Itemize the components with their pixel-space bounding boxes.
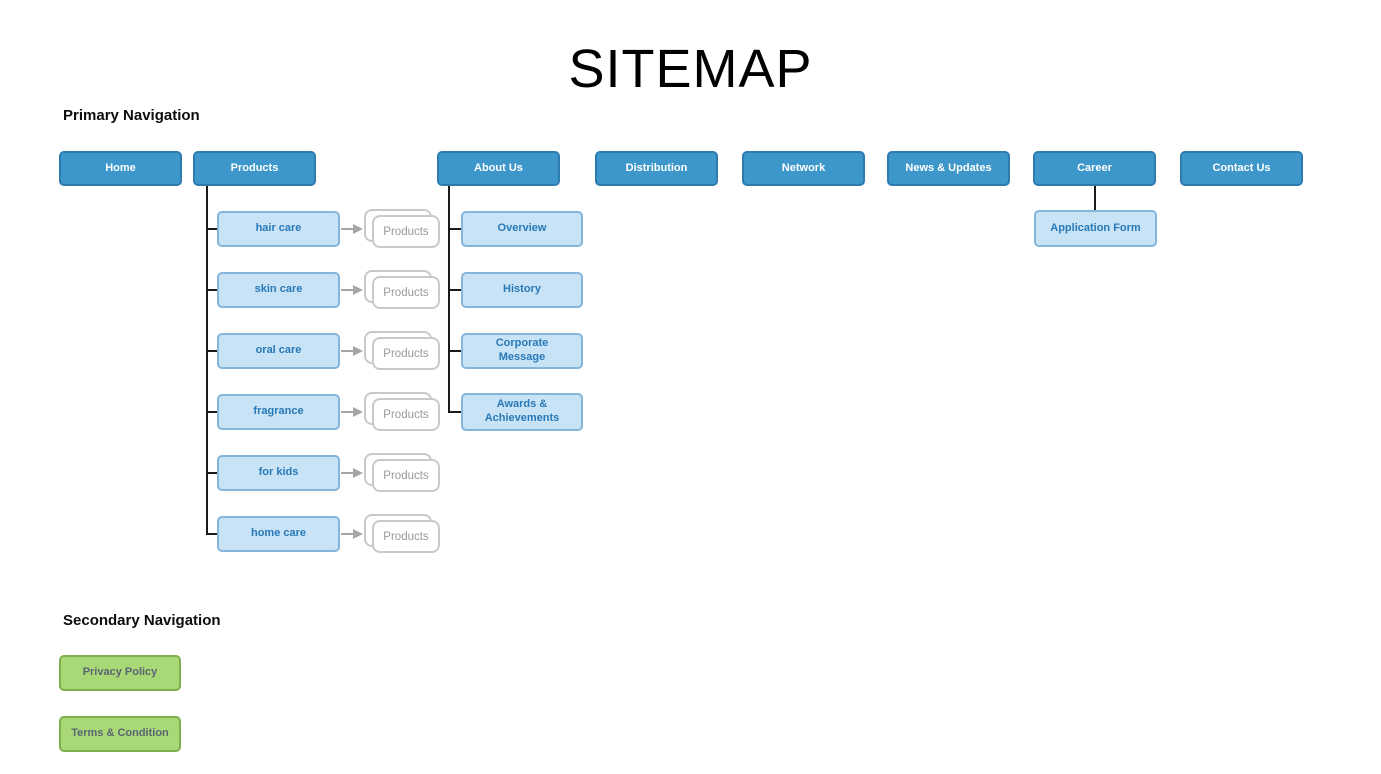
sub-node-application-form[interactable]: Application Form [1034, 210, 1157, 247]
page-title: SITEMAP [568, 39, 813, 99]
secondary-node-privacy-policy[interactable]: Privacy Policy [59, 655, 181, 691]
stack-front-page: Products [372, 398, 440, 431]
products-stub-connector [206, 411, 218, 413]
about-stub-connector [448, 350, 461, 352]
about-trunk-connector [448, 186, 450, 413]
sub-node-hair-care[interactable]: hair care [217, 211, 340, 247]
products-trunk-connector [206, 186, 208, 535]
career-trunk-connector [1094, 186, 1096, 211]
nav-node-contact-us[interactable]: Contact Us [1180, 151, 1303, 186]
sub-node-for-kids[interactable]: for kids [217, 455, 340, 491]
products-stub-connector [206, 472, 218, 474]
right-arrow-icon [353, 224, 363, 234]
sub-node-corporate-message[interactable]: Corporate Message [461, 333, 583, 369]
right-arrow-connector [341, 472, 355, 474]
right-arrow-connector [341, 350, 355, 352]
sub-node-overview[interactable]: Overview [461, 211, 583, 247]
nav-node-about-us[interactable]: About Us [437, 151, 560, 186]
about-stub-connector [448, 228, 461, 230]
right-arrow-icon [353, 468, 363, 478]
right-arrow-connector [341, 533, 355, 535]
about-stub-connector [448, 411, 461, 413]
nav-node-career[interactable]: Career [1033, 151, 1156, 186]
products-stub-connector [206, 350, 218, 352]
secondary-navigation-heading: Secondary Navigation [63, 612, 221, 629]
sub-node-home-care[interactable]: home care [217, 516, 340, 552]
products-stub-connector [206, 228, 218, 230]
products-stack[interactable]: Products [364, 453, 440, 494]
stack-front-page: Products [372, 215, 440, 248]
products-stub-connector [206, 289, 218, 291]
products-stub-connector [206, 533, 218, 535]
about-stub-connector [448, 289, 461, 291]
products-stack[interactable]: Products [364, 514, 440, 555]
sub-node-fragrance[interactable]: fragrance [217, 394, 340, 430]
sub-node-history[interactable]: History [461, 272, 583, 308]
sub-node-awards-achievements[interactable]: Awards & Achievements [461, 393, 583, 431]
stack-front-page: Products [372, 459, 440, 492]
right-arrow-icon [353, 529, 363, 539]
stack-front-page: Products [372, 337, 440, 370]
products-stack[interactable]: Products [364, 270, 440, 311]
products-stack[interactable]: Products [364, 331, 440, 372]
stack-front-page: Products [372, 276, 440, 309]
secondary-node-terms-condition[interactable]: Terms & Condition [59, 716, 181, 752]
primary-navigation-heading: Primary Navigation [63, 107, 200, 124]
sub-node-oral-care[interactable]: oral care [217, 333, 340, 369]
nav-node-distribution[interactable]: Distribution [595, 151, 718, 186]
stack-front-page: Products [372, 520, 440, 553]
right-arrow-connector [341, 411, 355, 413]
nav-node-products[interactable]: Products [193, 151, 316, 186]
right-arrow-icon [353, 285, 363, 295]
right-arrow-connector [341, 228, 355, 230]
products-stack[interactable]: Products [364, 392, 440, 433]
sub-node-skin-care[interactable]: skin care [217, 272, 340, 308]
nav-node-home[interactable]: Home [59, 151, 182, 186]
right-arrow-connector [341, 289, 355, 291]
right-arrow-icon [353, 407, 363, 417]
products-stack[interactable]: Products [364, 209, 440, 250]
nav-node-network[interactable]: Network [742, 151, 865, 186]
right-arrow-icon [353, 346, 363, 356]
nav-node-news-updates[interactable]: News & Updates [887, 151, 1010, 186]
